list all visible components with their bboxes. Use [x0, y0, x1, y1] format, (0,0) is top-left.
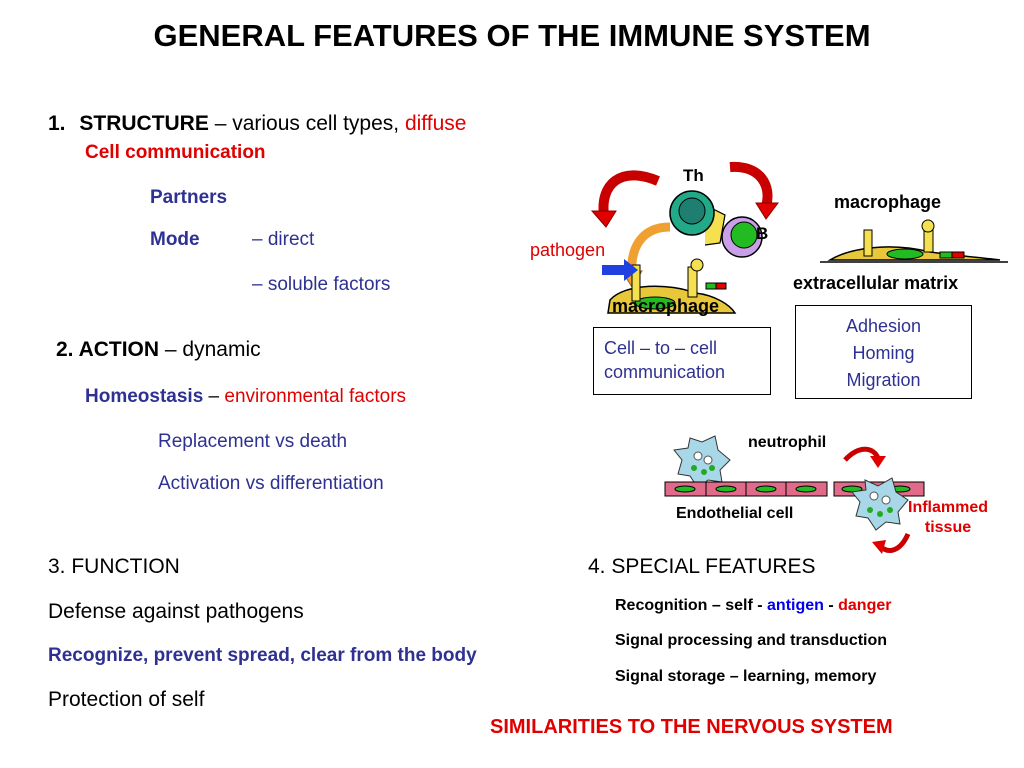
pathogen-label: pathogen — [530, 240, 606, 260]
mode-direct: – direct — [252, 229, 315, 250]
diffuse-text: diffuse — [404, 112, 467, 135]
structure-text: – various cell types, — [208, 112, 405, 135]
adhesion-line: Adhesion — [845, 316, 922, 336]
protection-text: Protection of self — [48, 688, 205, 711]
migration-line: Migration — [846, 370, 921, 390]
similarities-heading: SIMILARITIES TO THE NERVOUS SYSTEM — [490, 716, 893, 738]
homeostasis-label: Homeostasis — [85, 386, 204, 407]
nucleus-lobe-4 — [867, 507, 873, 513]
structure-label: STRUCTURE — [79, 112, 209, 135]
cell-communication-box: Cell – to – cell communication — [593, 327, 771, 395]
homeostasis-line: Homeostasis – environmental factors — [85, 386, 406, 408]
green-ligand — [705, 282, 717, 290]
red-arrowhead-top — [870, 456, 886, 468]
cell-communication-box-text: Cell – to – cell communication — [604, 336, 725, 384]
adhesion-box: Adhesion Homing Migration — [795, 305, 972, 399]
receptor-head — [690, 258, 704, 272]
comm-box-line-1: Cell – to – cell — [604, 338, 718, 358]
danger-text: danger — [838, 597, 892, 614]
pathogen-arrow-shaft — [602, 265, 624, 275]
activation-vs-differentiation: Activation vs differentiation — [158, 473, 384, 494]
macrophage-nucleus-right — [886, 248, 924, 260]
ecm-ligand-red — [951, 251, 965, 259]
immune-cell-interaction-diagram — [590, 161, 779, 314]
macrophage-nucleus-left — [634, 296, 676, 310]
b-cell-nucleus — [730, 221, 758, 249]
red-arrowhead-right — [755, 202, 779, 220]
red-arrow-left — [598, 170, 660, 216]
signal-processing-text: Signal processing and transduction — [615, 632, 888, 649]
pathogen-arrowhead — [624, 259, 638, 281]
ecm-label: extracellular matrix — [793, 273, 959, 293]
neutrophil-cell-1 — [673, 435, 731, 489]
defense-text: Defense against pathogens — [48, 600, 304, 623]
inflamed-tissue-label: Inflammed tissue — [908, 498, 988, 538]
granule-2 — [703, 455, 713, 465]
b-label: B — [756, 224, 769, 243]
homing-line: Homing — [852, 343, 915, 363]
red-ligand — [715, 282, 727, 290]
endo-nucleus-4 — [795, 485, 817, 493]
mode-soluble-factors: – soluble factors — [252, 274, 391, 295]
inflamed-line-1: Inflammed — [908, 499, 989, 516]
homeostasis-dash: – — [203, 386, 225, 407]
nucleus-lobe-5 — [877, 511, 883, 517]
neutrophil-cell-2 — [851, 477, 909, 531]
granule-4 — [881, 495, 891, 505]
th-cell-nucleus — [678, 197, 706, 225]
nucleus-lobe-3 — [709, 465, 715, 471]
endo-nucleus-3 — [755, 485, 777, 493]
red-arrowhead-left — [590, 210, 617, 228]
mode-label: Mode — [150, 229, 200, 250]
action-label: 2. ACTION — [56, 338, 160, 361]
action-text: – dynamic — [159, 338, 261, 361]
recognition-sep: - — [823, 597, 839, 614]
comm-box-line-2: communication — [604, 362, 726, 382]
ecm-ligand-green — [939, 251, 953, 259]
nucleus-lobe-2 — [701, 469, 707, 475]
red-arrow-top — [843, 446, 881, 462]
macrophage-label-right: macrophage — [834, 192, 942, 212]
recognition-line: Recognition – self - antigen - danger — [615, 597, 891, 615]
red-arrow-right — [729, 161, 773, 209]
th-label: Th — [683, 166, 704, 185]
special-features-heading: 4. SPECIAL FEATURES — [588, 555, 816, 578]
section-1-heading: 1. STRUCTURE – various cell types, diffu… — [48, 112, 466, 136]
inflamed-line-2: tissue — [924, 519, 972, 536]
recognize-text: Recognize, prevent spread, clear from th… — [48, 645, 477, 666]
integrin-left — [863, 229, 873, 257]
partners-label: Partners — [150, 187, 228, 208]
section-2-heading: 2. ACTION – dynamic — [56, 338, 261, 362]
page-title: GENERAL FEATURES OF THE IMMUNE SYSTEM — [153, 18, 871, 53]
granule-3 — [869, 491, 879, 501]
endothelial-cell-label: Endothelial cell — [676, 505, 794, 522]
macrophage-label-left: macrophage — [612, 296, 720, 316]
neutrophil-label: neutrophil — [748, 434, 827, 451]
red-arrowhead-bottom — [872, 540, 886, 554]
environmental-factors: environmental factors — [224, 386, 407, 407]
cell-communication-label: Cell communication — [85, 142, 266, 163]
replacement-vs-death: Replacement vs death — [158, 431, 348, 452]
nucleus-lobe-6 — [887, 507, 893, 513]
macrophage-ecm-diagram — [820, 219, 1008, 263]
mhc-molecule — [631, 264, 641, 302]
antigen-text: antigen — [767, 597, 824, 614]
nucleus-lobe-1 — [691, 465, 697, 471]
section-1-number: 1. — [48, 112, 66, 135]
integrin-head — [921, 219, 935, 233]
receptor-stalk — [687, 266, 698, 298]
recognition-text: Recognition – self - — [615, 597, 768, 614]
signal-storage-text: Signal storage – learning, memory — [615, 668, 877, 685]
function-heading: 3. FUNCTION — [48, 555, 180, 578]
neutrophil-migration-diagram — [664, 435, 925, 554]
granule-1 — [693, 451, 703, 461]
endo-nucleus-1 — [674, 485, 696, 493]
adhesion-box-text: Adhesion Homing Migration — [796, 313, 971, 394]
endo-nucleus-2 — [715, 485, 737, 493]
